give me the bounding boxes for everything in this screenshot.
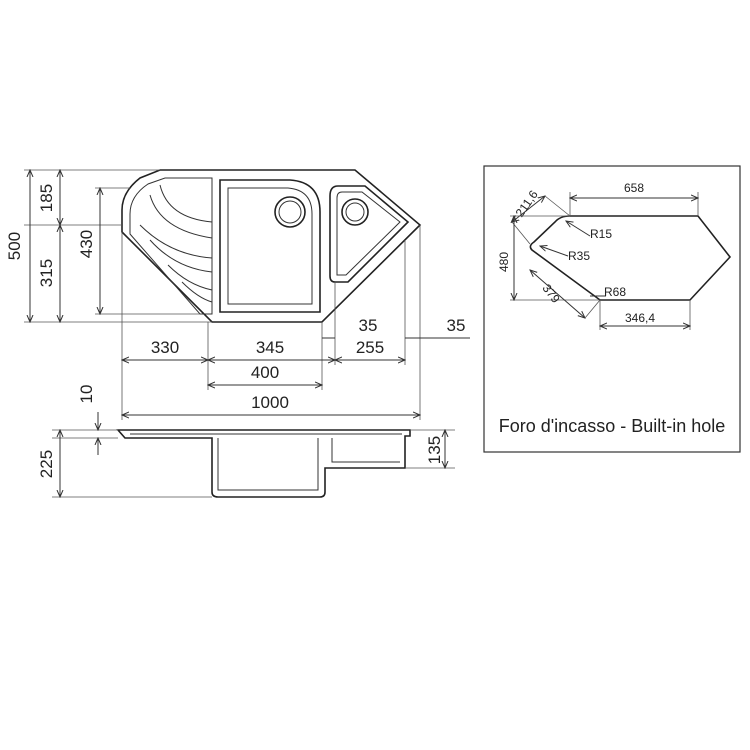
radius-r68: R68	[604, 285, 626, 299]
section-inner	[130, 433, 402, 491]
small-bowl	[329, 185, 410, 283]
dim-35-b: 35	[447, 316, 466, 335]
cutout-panel: 658 211,6 480 379 346,4 R15 R35 R68 Foro…	[483, 165, 741, 453]
drainboard-groove	[149, 194, 213, 239]
dim-10: 10	[77, 385, 96, 404]
main-bowl	[219, 179, 321, 313]
small-bowl-inner	[336, 191, 401, 276]
main-bowl-inner	[227, 187, 313, 305]
radius-r15: R15	[590, 227, 612, 241]
dim-480: 480	[497, 252, 511, 272]
dim-35-a: 35	[359, 316, 378, 335]
dim-345: 345	[256, 338, 284, 357]
dim-225: 225	[37, 450, 56, 478]
section-profile	[116, 429, 411, 498]
drainboard-groove	[159, 184, 213, 223]
sink-outline	[121, 169, 422, 323]
dim-1000: 1000	[251, 393, 289, 412]
radius-r35: R35	[568, 249, 590, 263]
dim-185: 185	[37, 184, 56, 212]
small-drain-inner-icon	[345, 202, 365, 222]
small-drain-icon	[341, 198, 369, 226]
section-view: 10 225 135	[37, 385, 455, 497]
drainboard-groove	[139, 224, 213, 259]
dim-400: 400	[251, 363, 279, 382]
drainboard-groove	[167, 264, 213, 291]
drainboard-contour	[129, 177, 213, 315]
main-drain-inner-icon	[278, 200, 302, 224]
dim-430: 430	[77, 230, 96, 258]
dim-330: 330	[151, 338, 179, 357]
dim-255: 255	[356, 338, 384, 357]
drainboard-groove	[181, 281, 213, 303]
dim-500: 500	[5, 232, 24, 260]
drainboard-groove	[149, 239, 213, 273]
dim-315: 315	[37, 259, 56, 287]
dim-346-4: 346,4	[625, 311, 655, 325]
plan-view: 500 185 315 430 35 35 330 345 255 400	[5, 170, 470, 420]
main-drain-icon	[274, 196, 306, 228]
dim-135: 135	[425, 436, 444, 464]
cutout-caption: Foro d'incasso - Built-in hole	[499, 416, 726, 436]
dim-658: 658	[624, 181, 644, 195]
